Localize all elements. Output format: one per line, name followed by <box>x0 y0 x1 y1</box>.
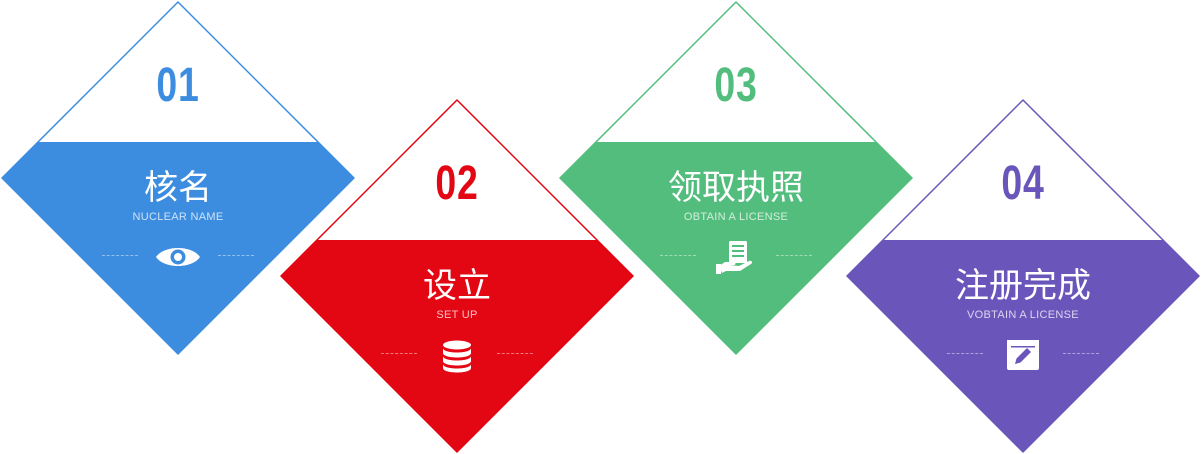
document-hand-icon <box>716 241 753 274</box>
step-title: 领取执照 <box>668 168 804 208</box>
step-2: 02 设立 SET UP <box>279 98 635 454</box>
step-number: 03 <box>714 59 758 112</box>
divider-left <box>947 353 983 354</box>
divider-right <box>218 255 254 256</box>
eye-icon <box>156 248 200 266</box>
step-title: 设立 <box>423 266 491 306</box>
step-subtitle: NUCLEAR NAME <box>132 211 224 223</box>
divider-right <box>776 255 812 256</box>
divider-left <box>381 353 417 354</box>
edit-icon <box>1007 340 1039 370</box>
step-subtitle: SET UP <box>436 309 478 321</box>
divider-left <box>102 255 138 256</box>
step-title: 注册完成 <box>955 266 1091 306</box>
step-subtitle: OBTAIN A LICENSE <box>683 211 789 223</box>
step-number: 01 <box>156 59 200 112</box>
step-1: 01 核名 NUCLEAR NAME <box>0 0 356 356</box>
step-number: 04 <box>1001 157 1045 210</box>
step-3: 03 领取执照 OBTAIN A LICENSE <box>558 0 914 356</box>
database-icon <box>443 340 471 373</box>
step-number: 02 <box>435 157 479 210</box>
divider-left <box>660 255 696 256</box>
divider-right <box>1063 353 1099 354</box>
step-title: 核名 <box>144 168 212 208</box>
divider-right <box>497 353 533 354</box>
step-4: 04 注册完成 VOBTAIN A LICENSE <box>845 98 1201 454</box>
step-subtitle: VOBTAIN A LICENSE <box>967 309 1079 321</box>
